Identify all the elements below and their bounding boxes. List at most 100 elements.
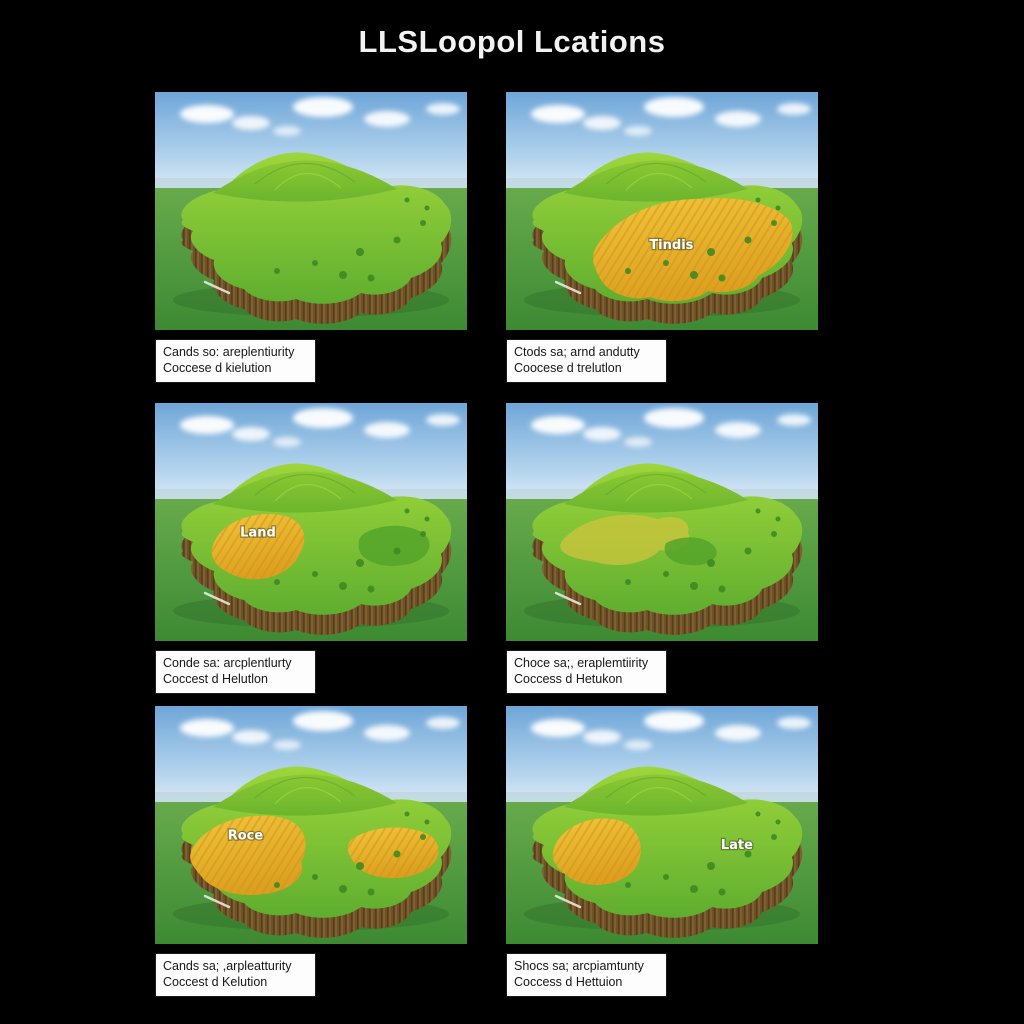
tree [663, 874, 669, 880]
tree [420, 834, 426, 840]
hill-ridge-highlight [625, 786, 693, 805]
tree [404, 508, 410, 514]
tree [707, 862, 715, 870]
tree [312, 874, 318, 880]
region-label: Land [240, 525, 276, 540]
terrain-render: Land [155, 403, 467, 641]
caption-line-1: Choce sa;, eraplemtiirity [514, 656, 649, 670]
tree [356, 862, 364, 870]
tree [771, 220, 777, 226]
tree [718, 274, 726, 282]
tree [404, 811, 410, 817]
tree [690, 582, 698, 590]
tree [744, 547, 752, 555]
tree [690, 885, 698, 893]
caption-line-2: Coccess d Hetukon [514, 672, 623, 687]
caption-line-2: Coccest d Kelution [163, 975, 268, 990]
terrain-render [506, 403, 818, 641]
tree [755, 508, 761, 514]
tree [707, 559, 715, 567]
hill [213, 160, 397, 202]
hill-ridge-highlight [274, 786, 342, 805]
tree [393, 850, 401, 858]
caption-line-1: Shocs sa; arcpiamtunty [514, 959, 644, 973]
tree [771, 834, 777, 840]
terrain-render: Tindis [506, 92, 818, 330]
tree [393, 547, 401, 555]
tree [663, 260, 669, 266]
caption-line-1: Cands sa; ,arpleatturity [163, 959, 292, 973]
region-label: Late [721, 838, 753, 853]
tree [424, 205, 430, 211]
clouds [531, 408, 811, 447]
hill-ridge-highlight [274, 172, 342, 191]
tree [274, 268, 280, 274]
waterfall-streak [554, 280, 582, 295]
clouds [180, 97, 460, 136]
tree [625, 268, 631, 274]
clouds [180, 408, 460, 447]
hill-ridge [254, 776, 356, 799]
tree [744, 850, 752, 858]
field-row-texture [552, 818, 641, 885]
terrain-render [155, 92, 467, 330]
tree [718, 585, 726, 593]
waterfall-streak [203, 591, 231, 606]
caption-line-2: Coccess d Hettuion [514, 975, 623, 990]
tree [755, 197, 761, 203]
tree [775, 205, 781, 211]
waterfall-streak [554, 591, 582, 606]
caption-line-2: Coccese d kielution [163, 361, 272, 376]
tree [393, 236, 401, 244]
caption-line-1: Ctods sa; arnd andutty [514, 345, 640, 359]
field-row-texture [211, 514, 305, 580]
hill [213, 471, 397, 513]
clouds [180, 711, 460, 750]
tree [625, 579, 631, 585]
tree [707, 248, 715, 256]
tree [339, 582, 347, 590]
tree [339, 271, 347, 279]
hill-ridge-highlight [625, 172, 693, 191]
tree [356, 559, 364, 567]
subtle-field-region [560, 514, 690, 565]
tree [775, 819, 781, 825]
tree [367, 888, 375, 896]
tree [274, 579, 280, 585]
waterfall-streak [203, 280, 231, 295]
tree [663, 571, 669, 577]
clouds [531, 97, 811, 136]
tree [755, 811, 761, 817]
tree [367, 585, 375, 593]
region-label: Tindis [649, 238, 693, 253]
tree [744, 236, 752, 244]
tree [718, 888, 726, 896]
tree [339, 885, 347, 893]
tree [625, 882, 631, 888]
hill [564, 160, 748, 202]
tree [424, 516, 430, 522]
waterfall-streak [554, 894, 582, 909]
hill [564, 774, 748, 816]
hill [564, 471, 748, 513]
region-label: Roce [228, 828, 264, 843]
clouds [531, 711, 811, 750]
tree [312, 571, 318, 577]
tree [775, 516, 781, 522]
caption-line-2: Coocese d trelutlon [514, 361, 622, 376]
caption-line-1: Conde sa: arcplentlurty [163, 656, 292, 670]
caption-line-1: Cands so: areplentiurity [163, 345, 295, 359]
tree [771, 531, 777, 537]
tree [420, 220, 426, 226]
tree [274, 882, 280, 888]
